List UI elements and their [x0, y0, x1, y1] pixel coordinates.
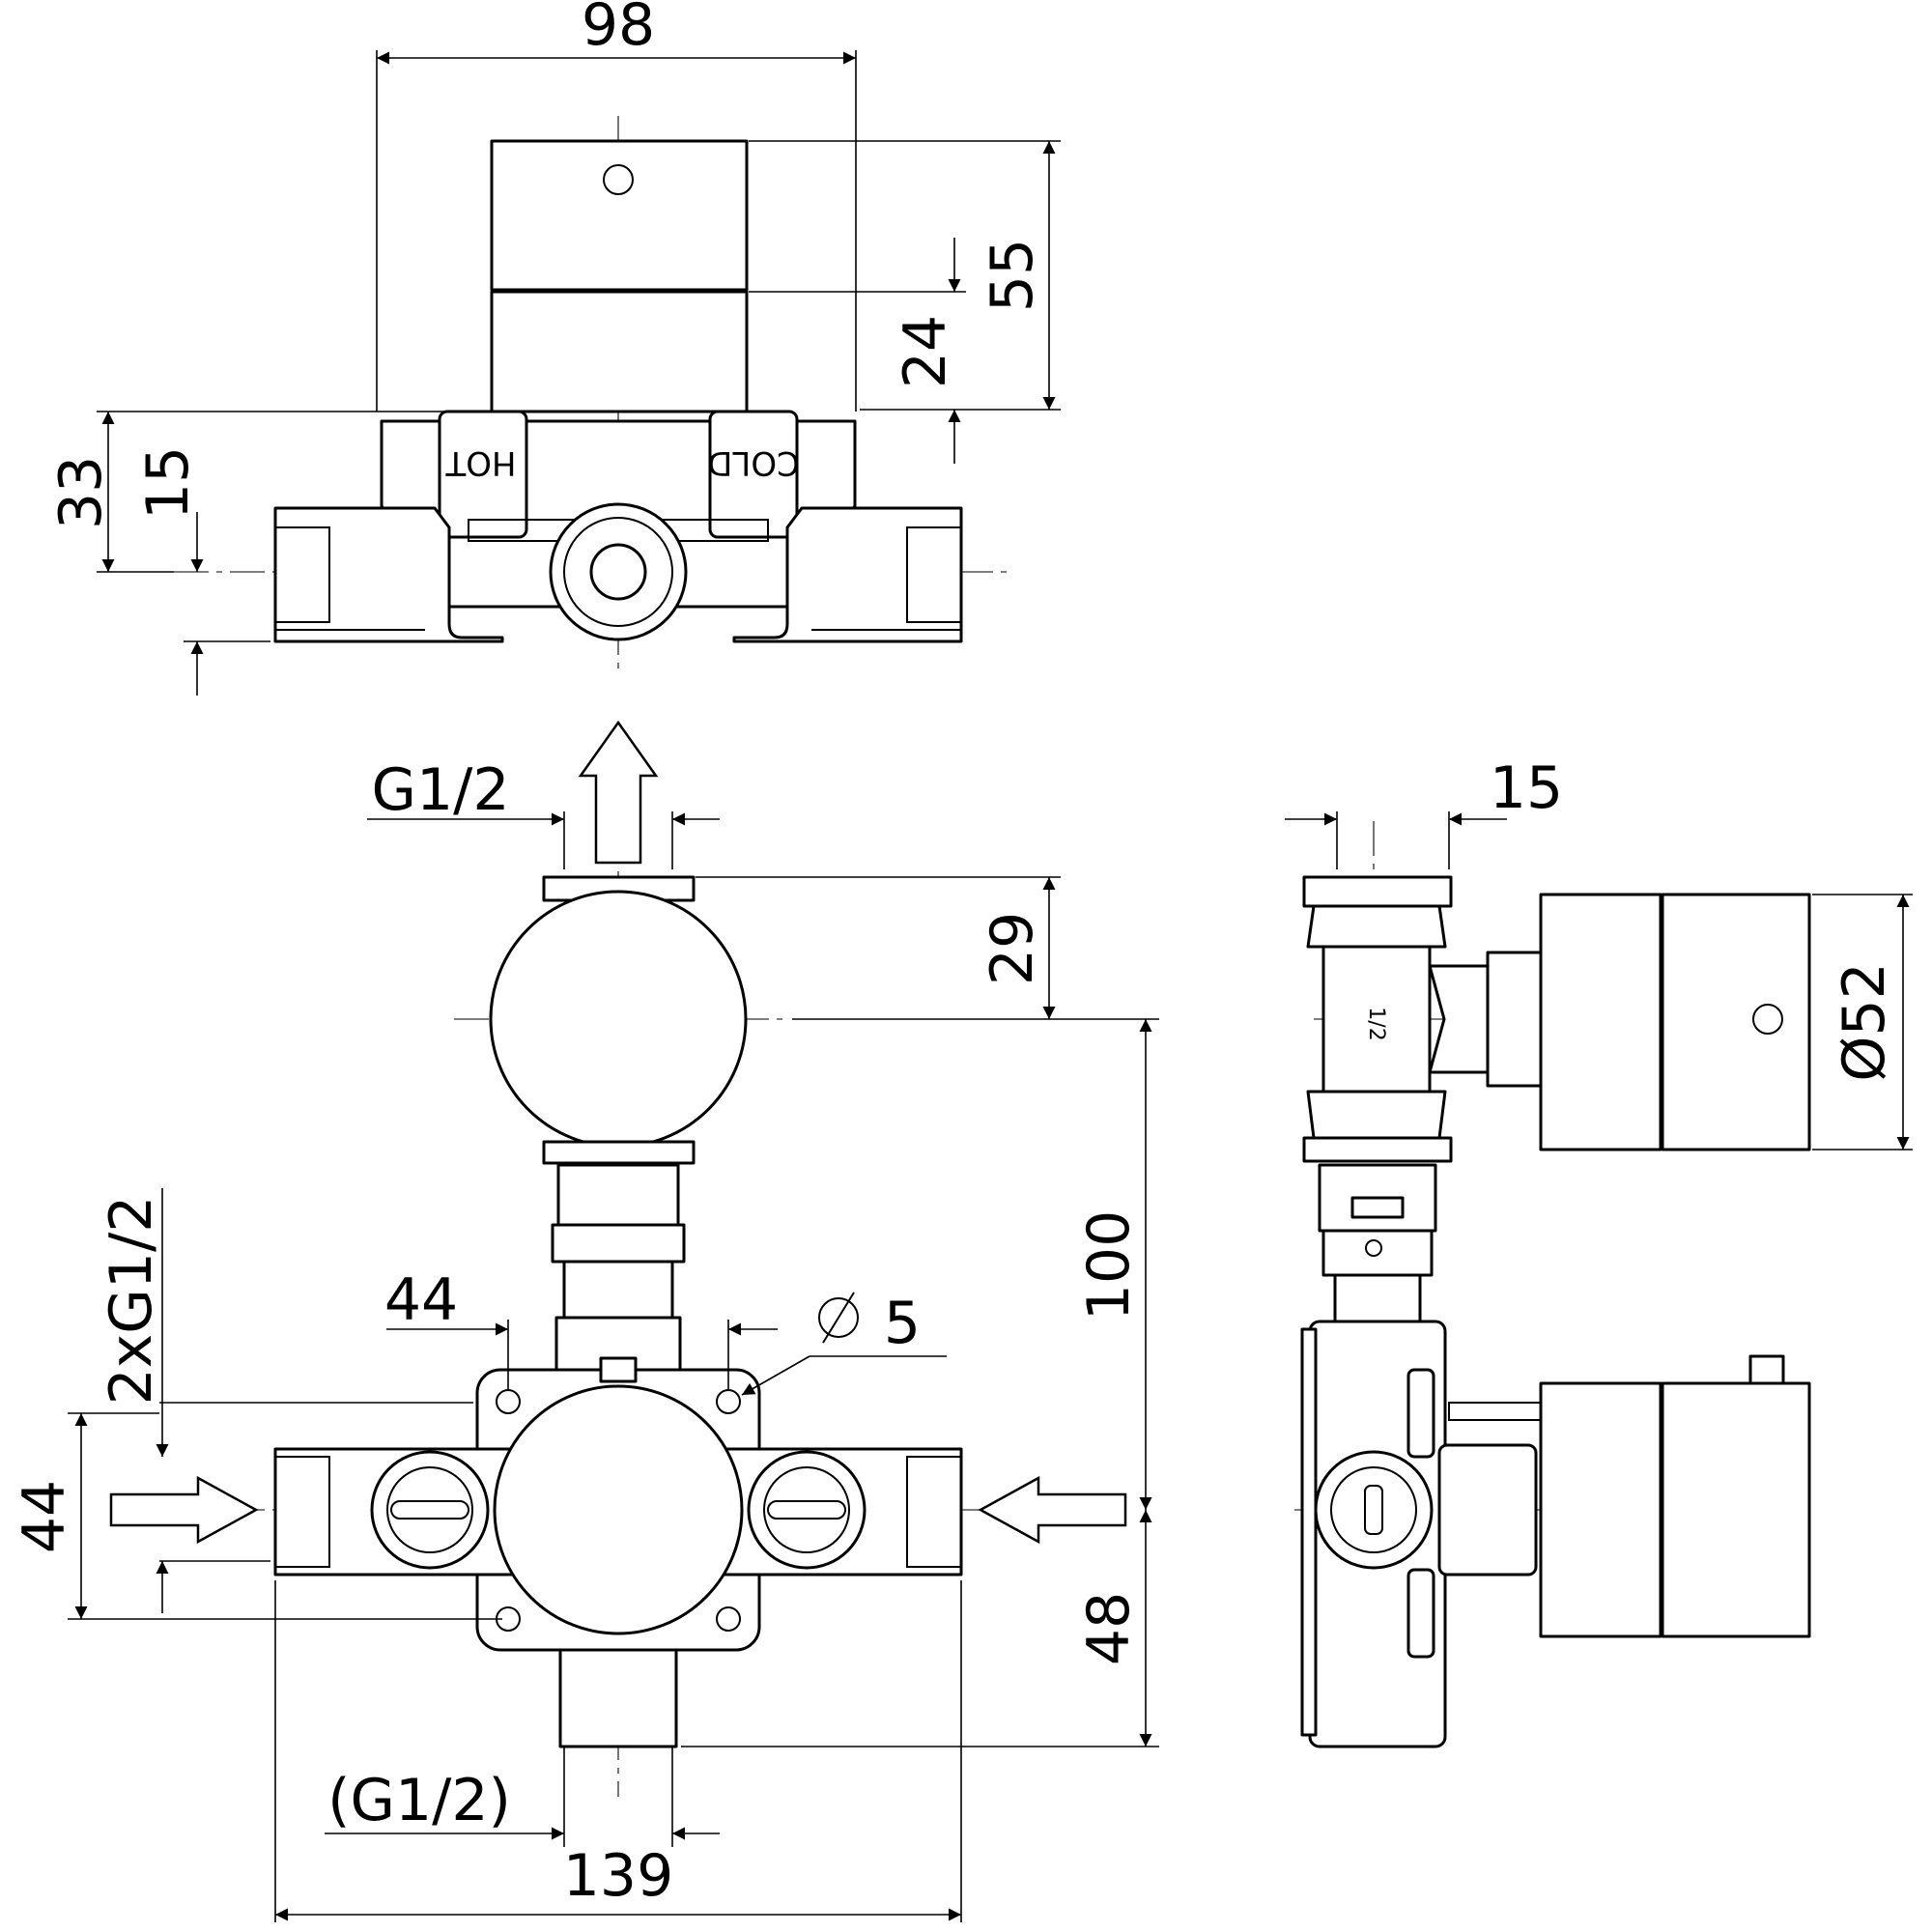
dim-55-label: 55: [979, 239, 1046, 312]
side-view: 1/2 15 Ø52: [1285, 754, 1913, 1748]
dim-g12b-label: (G1/2): [327, 1767, 511, 1834]
dim-hole-leader: [741, 1355, 810, 1396]
dim-48-label: 48: [1075, 1592, 1143, 1665]
front-central-body: [493, 1384, 744, 1635]
side-stem-pin: [1365, 1239, 1382, 1257]
dim-hole-label: 5: [884, 1290, 921, 1357]
top-view: HOT COLD 98 55 24 33 15: [47, 0, 1061, 696]
dim-52-label: Ø52: [1831, 962, 1898, 1082]
front-view: G1/2 29 100 48 44 5 2xG1/2: [11, 720, 1159, 1922]
front-left-port-inner: [386, 1466, 473, 1553]
side-cap-rear: [1539, 893, 1662, 1151]
hot-marking: HOT: [445, 443, 516, 482]
dim-side15-label: 15: [1490, 754, 1563, 822]
pipe-size-marking: 1/2: [1364, 1007, 1388, 1040]
top-cap-dot: [603, 164, 634, 195]
diameter-symbol-circle: [818, 1297, 859, 1338]
top-right-pipe-nut: [906, 526, 962, 623]
top-left-pipe-nut: [274, 526, 330, 623]
front-left-port-outer: [370, 1450, 490, 1570]
side-stem-tab: [1350, 1196, 1405, 1219]
side-cap-front: [1661, 893, 1811, 1151]
side-stem-collar: [1321, 1229, 1434, 1277]
side-branch-connector: [1486, 951, 1543, 1088]
cold-marking: COLD: [707, 443, 800, 482]
dim-15-label: 15: [134, 446, 202, 520]
front-left-port-slot: [390, 1500, 469, 1520]
dim-139-label: 139: [563, 1842, 674, 1910]
front-bottom-stub: [558, 1648, 678, 1748]
side-bottom-nut: [1302, 1136, 1453, 1163]
side-tee-body: [1321, 945, 1432, 1094]
front-stem-lower: [562, 1260, 674, 1320]
front-outlet-nut-bottom: [542, 1140, 696, 1165]
front-right-port-inner: [763, 1466, 850, 1553]
dim-29-label: 29: [979, 912, 1046, 985]
side-bottom-hex: [1306, 1090, 1447, 1140]
dim-44h-label: 44: [384, 1266, 458, 1334]
dim-98-label: 98: [582, 0, 655, 59]
side-lower-cap-rear: [1539, 1381, 1662, 1638]
mount-hole-bottom-right: [716, 1606, 741, 1632]
dim-g12-label: G1/2: [371, 756, 509, 824]
side-port-inner: [1330, 1466, 1417, 1553]
front-stem-collar: [551, 1223, 686, 1264]
top-cap-outer: [490, 139, 749, 292]
front-left-inlet-nut: [274, 1456, 330, 1568]
side-upper-lug: [1406, 1368, 1435, 1459]
front-top-tab: [599, 1356, 638, 1383]
side-lower-cap-clip: [1448, 1402, 1542, 1421]
diameter-symbol-slash: [822, 1292, 855, 1344]
top-cold-block: [708, 410, 799, 539]
dim-44v-label: 44: [11, 1480, 78, 1553]
front-cap-circle: [489, 890, 748, 1149]
side-stem-lower: [1333, 1273, 1422, 1323]
side-lower-cap-front: [1661, 1381, 1811, 1638]
top-right-pipe: [732, 506, 963, 643]
side-tee-branch: [1428, 964, 1490, 1074]
side-port-outer: [1314, 1450, 1434, 1570]
side-mount-flange: [1300, 1327, 1318, 1737]
side-lower-cap-knob: [1748, 1354, 1785, 1385]
side-cap-dot: [1752, 1004, 1783, 1035]
front-right-port-outer: [747, 1450, 867, 1570]
front-right-port-slot: [767, 1500, 846, 1520]
front-stem-upper: [556, 1163, 680, 1227]
front-right-inlet-nut: [906, 1456, 962, 1568]
side-top-hex: [1306, 904, 1447, 949]
right-inlet-flow-arrow: [978, 1475, 1127, 1545]
side-lower-lug: [1406, 1568, 1435, 1659]
top-left-pipe: [273, 506, 504, 643]
left-inlet-flow-arrow: [109, 1475, 259, 1545]
top-outlet-ring: [563, 517, 673, 627]
dim-24-label: 24: [892, 315, 959, 388]
dim-33-label: 33: [47, 456, 115, 529]
outlet-flow-arrow: [578, 720, 659, 865]
top-outlet-inner: [589, 543, 647, 601]
top-cap-inner: [490, 290, 749, 413]
dim-100-label: 100: [1075, 1210, 1143, 1321]
dim-2xg12-label: 2xG1/2: [98, 1196, 165, 1406]
side-top-nut: [1302, 875, 1453, 908]
side-valve-housing: [1437, 1443, 1538, 1577]
side-port-slot: [1364, 1485, 1383, 1535]
